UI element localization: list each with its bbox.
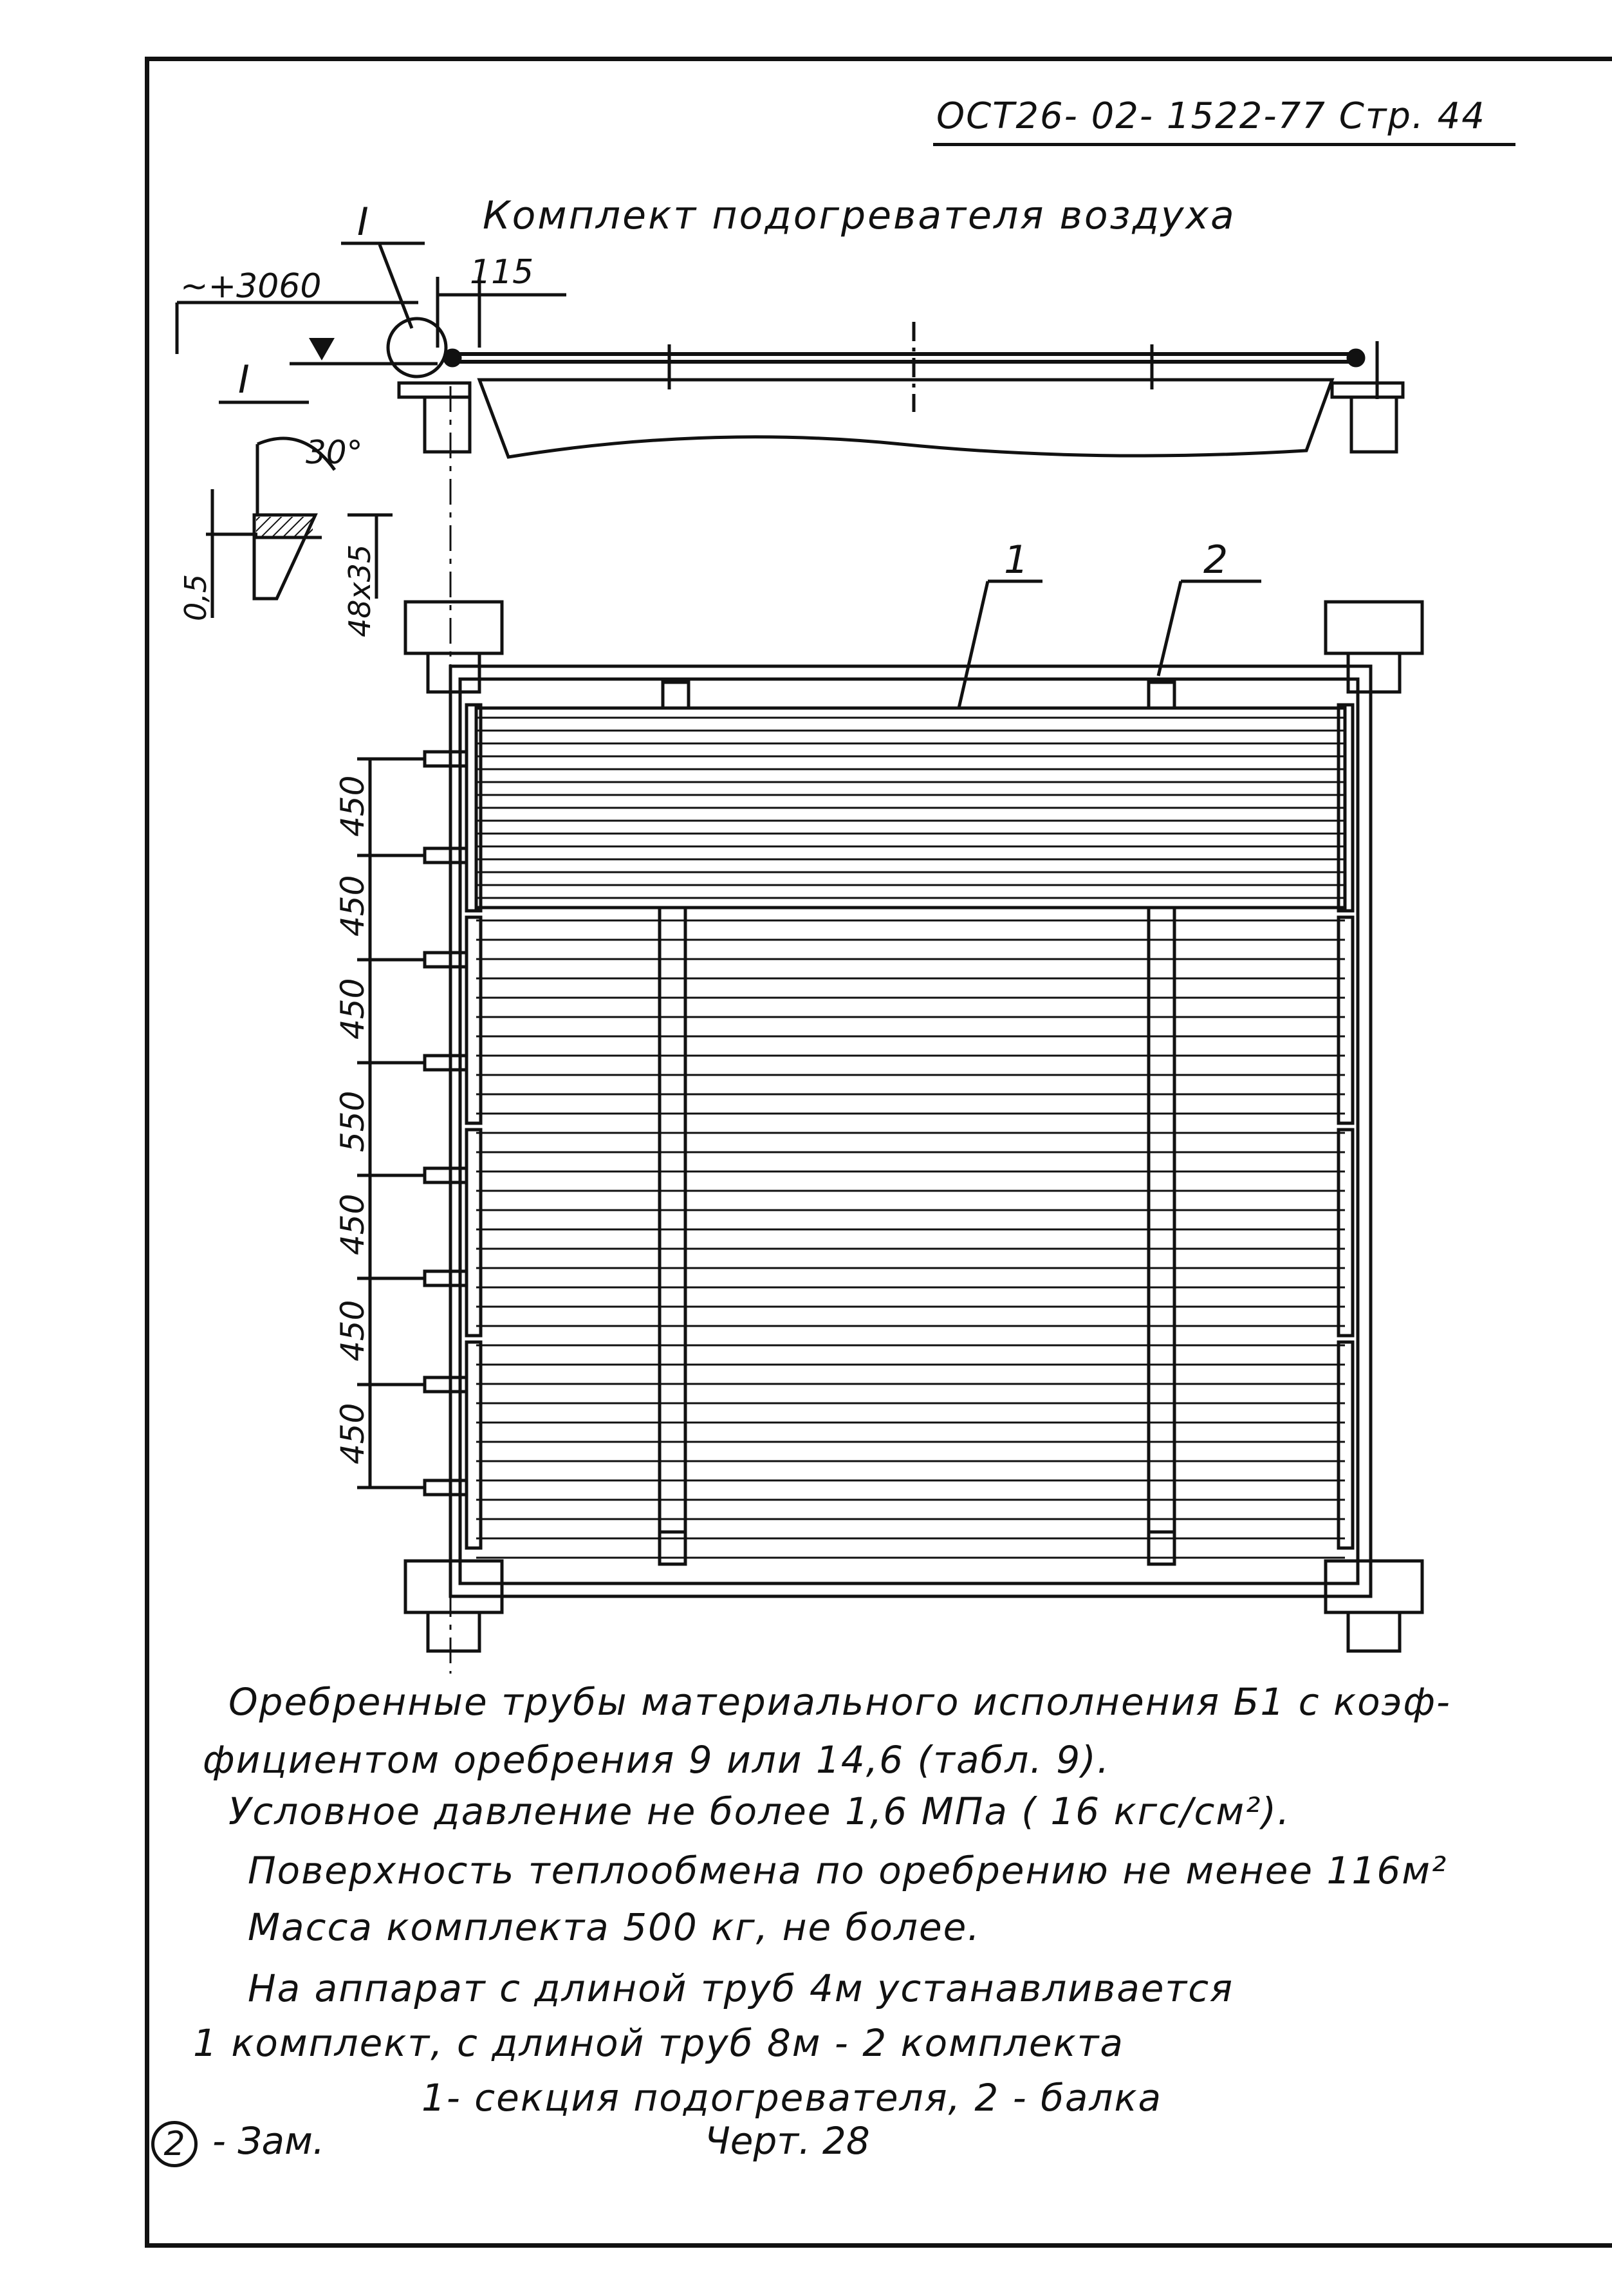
note-line: фициентом оребрения 9 или 14,6 (табл. 9)… [203, 1738, 1111, 1782]
note-line: Оребренные трубы материального исполнени… [228, 1680, 1451, 1724]
section-mark-detail: I [238, 357, 250, 402]
document-code-underline [933, 143, 1515, 146]
pitch-dim: 450 [334, 978, 371, 1040]
revision-circle: 2 [151, 2121, 198, 2167]
drawing-number: Черт. 28 [705, 2119, 870, 2163]
section-mark-top: I [357, 200, 369, 245]
pitch-dim: 450 [334, 1403, 371, 1464]
angle-label: 30° [306, 434, 363, 471]
callout-2: 2 [1203, 537, 1228, 583]
document-code: ОСТ26- 02- 1522-77 Стр. 44 [936, 95, 1486, 137]
note-line: Условное давление не более 1,6 МПа ( 16 … [228, 1789, 1291, 1833]
pitch-dim: 450 [334, 1300, 371, 1361]
dim-thickness: 0,5 [178, 574, 213, 621]
dim-profile: 48x35 [342, 545, 377, 637]
note-line: На аппарат с длиной труб 4м устанавливае… [248, 1966, 1234, 2010]
elevation-view: ~+3060 I 115 [175, 200, 1405, 1674]
note-line: Поверхность теплообмена по оребрению не … [248, 1849, 1448, 1892]
pitch-dim: 450 [334, 875, 371, 937]
sheet-title: Комплект подогревателя воздуха [483, 193, 1236, 238]
sheet-frame [145, 57, 1612, 2248]
pitch-dim: 450 [334, 1194, 371, 1255]
note-line: 1 комплект, с длиной труб 8м - 2 комплек… [193, 2021, 1124, 2065]
note-line: 1- секция подогревателя, 2 - балка [422, 2076, 1163, 2120]
technical-drawing: ~+3060 I 115 I [175, 200, 1424, 1674]
elevation-label: ~+3060 [180, 267, 321, 306]
pitch-dimensions: 450 450 450 550 450 450 450 [334, 776, 371, 1464]
revision-text: - Зам. [212, 2119, 325, 2163]
note-line: Масса комплекта 500 кг, не более. [248, 1905, 981, 1949]
plan-view: 1 2 [357, 537, 1424, 1653]
dim-offset: 115 [470, 253, 533, 292]
fin-tubes [476, 716, 1345, 1559]
pitch-dim: 550 [334, 1091, 371, 1152]
pitch-dim: 450 [334, 776, 371, 837]
detail-i: I 30° 0,5 48x35 [178, 357, 393, 637]
callout-1: 1 [1004, 537, 1028, 583]
